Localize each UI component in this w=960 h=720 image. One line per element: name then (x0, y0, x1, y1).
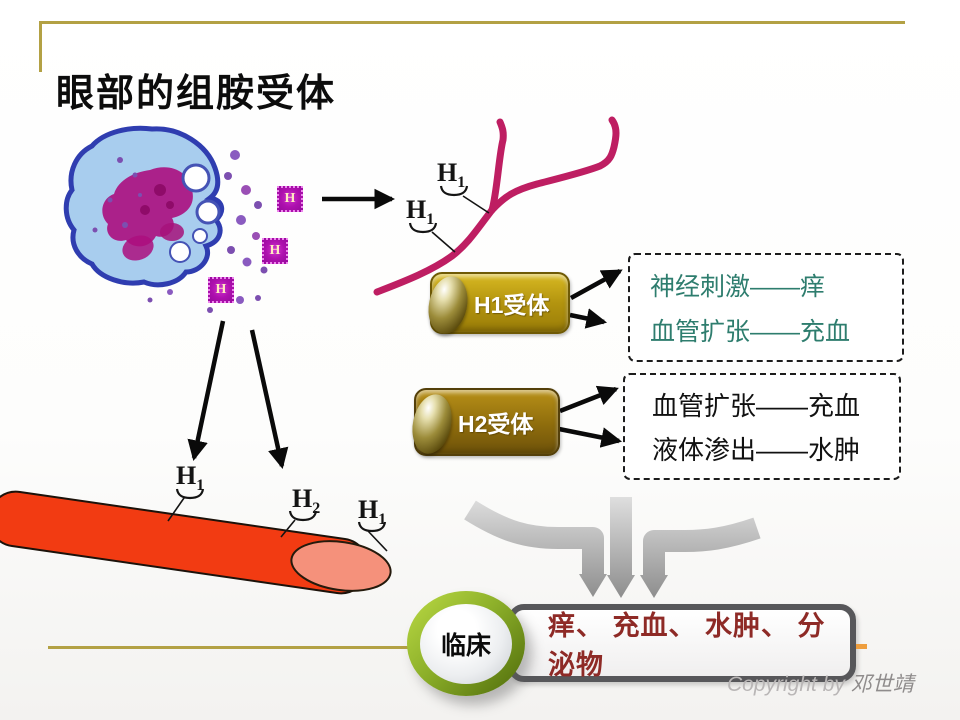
slide-border-top-line (40, 21, 905, 24)
nerve-h1-label: H1 (406, 197, 434, 228)
h1-sub: 1 (378, 511, 387, 529)
h1-effects-box: 神经刺激——痒 血管扩张——充血 (628, 253, 904, 362)
h2-base: H (292, 484, 313, 513)
mast-cell-illustration (63, 125, 268, 313)
flow-arrows (187, 188, 623, 470)
h1-base: H (358, 495, 379, 524)
h2-effect-line-2: 液体渗出——水肿 (652, 434, 861, 465)
histamine-letter: H (269, 243, 281, 258)
h1-sub: 1 (426, 211, 435, 229)
copyright: Copyright by 邓世靖 (727, 668, 914, 698)
vessel-h2-label: H2 (292, 486, 320, 517)
nerve-h1-label: H1 (437, 160, 465, 191)
clinical-badge-ellipse: 临床 (407, 591, 525, 696)
h2-receptor-button: H2受体 (407, 388, 560, 458)
histamine-square-icon: H (208, 277, 234, 303)
h1-sub: 1 (457, 174, 466, 192)
h1-base: H (437, 158, 458, 187)
copyright-name: 邓世靖 (850, 673, 914, 696)
h1-base: H (176, 461, 197, 490)
clinical-badge-label: 临床 (440, 631, 491, 660)
merge-arrows (464, 497, 761, 598)
slide-border-corner-line (39, 21, 42, 72)
histamine-letter: H (215, 282, 227, 297)
slide-border-bottom-line (48, 646, 420, 649)
vessel-h1-label: H1 (176, 463, 204, 494)
histamine-square-icon: H (262, 238, 288, 264)
h1-sub: 1 (196, 477, 205, 495)
clinical-result-box: 痒、 充血、 水肿、 分泌物 (508, 604, 856, 682)
bead-icon (423, 272, 473, 338)
histamine-letter: H (284, 191, 296, 206)
connector-stub (856, 644, 867, 649)
nerve-fiber-illustration (373, 116, 620, 296)
h1-receptor-label: H1受体 (474, 292, 550, 318)
h2-sub: 2 (312, 500, 321, 518)
h1-effect-line-2: 血管扩张——充血 (650, 317, 851, 346)
page-title: 眼部的组胺受体 (56, 73, 337, 115)
h2-effects-box: 血管扩张——充血 液体渗出——水肿 (623, 373, 901, 480)
h1-base: H (406, 195, 427, 224)
histamine-square-icon: H (277, 186, 303, 212)
bead-icon (407, 390, 457, 458)
vessel-h1-label: H1 (358, 497, 386, 528)
clinical-badge-inner: 临床 (420, 603, 512, 684)
label-pointers (167, 185, 490, 552)
h1-receptor-button: H1受体 (423, 272, 570, 338)
blood-vessel-illustration (0, 490, 392, 595)
h2-receptor-label: H2受体 (458, 411, 534, 437)
h2-effect-line-1: 血管扩张——充血 (652, 391, 861, 422)
copyright-prefix: Copyright by (727, 673, 851, 696)
clinical-manifestations: 痒、 充血、 水肿、 分泌物 (548, 611, 826, 680)
h1-effect-line-1: 神经刺激——痒 (650, 273, 826, 302)
